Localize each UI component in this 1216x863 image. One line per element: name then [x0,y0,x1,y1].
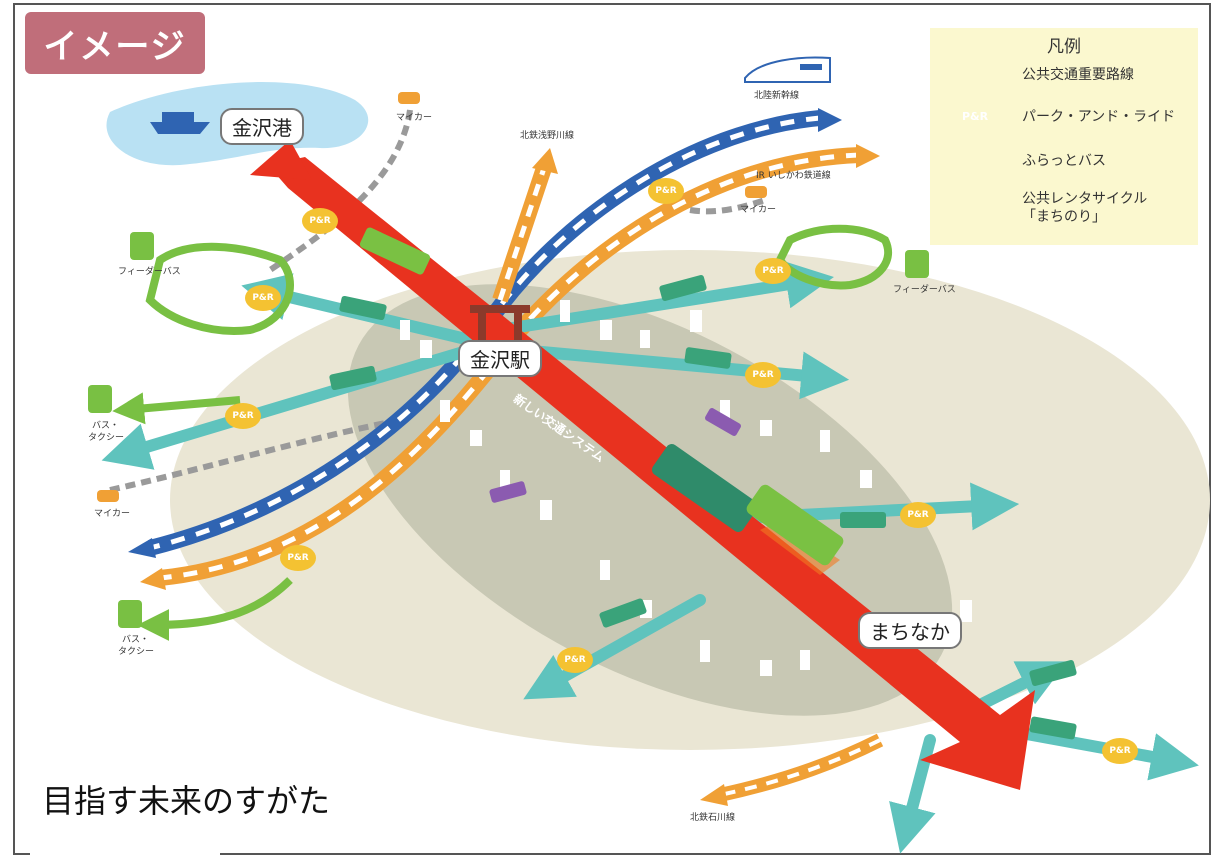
car-label: マイカー [94,509,131,519]
image-badge: イメージ [25,12,205,74]
ishikawa-line-label: 北鉄石川線 [690,813,736,823]
car-label: マイカー [740,205,777,215]
bus-taxi-label: バス・ [92,421,120,431]
red-transit-arrow [268,157,1035,790]
purple-bus-icon [938,144,1008,178]
park-and-ride-marker: P&R [745,362,781,388]
caption: 目指す未来のすがた [42,782,331,820]
legend: 凡例 公共交通重要路線 P&R パーク・アンド・ライド ふらっとバス 公共レンタ… [930,28,1198,245]
legend-item-flat-bus: ふらっとバス [938,144,1106,178]
legend-item-rental-cycle: 公共レンタサイクル 「まちのり」 [938,190,1147,226]
flat-bus-icons [489,408,741,503]
park-and-ride-marker: P&R [648,178,684,204]
downtown-label: まちなか [858,612,962,649]
caption-backdrop [30,705,220,855]
park-and-ride-marker: P&R [755,258,791,284]
car-icons [97,92,767,502]
station-gate-icon [470,305,530,313]
station-label: 金沢駅 [458,340,542,377]
shinkansen-icon [744,56,831,83]
pr-icon-text: P&R [962,110,989,123]
blue-arrowhead-ne [818,108,842,132]
tram-icon [359,227,844,566]
feeder-bus-label: フィーダーバス [118,267,181,277]
car-route-w [109,417,401,493]
park-and-ride-marker: P&R [1102,738,1138,764]
asanogawa-route-dash [497,164,548,301]
park-and-ride-icon: P&R [938,100,1008,134]
feeder-loop-east [775,224,893,290]
port-label: 金沢港 [220,108,304,145]
car-label: マイカー [396,113,433,123]
legend-label: パーク・アンド・ライド [1022,109,1176,125]
park-and-ride-marker: P&R [557,647,593,673]
park-and-ride-marker: P&R [280,545,316,571]
legend-label: 公共交通重要路線 [1022,67,1134,83]
frame [13,3,1211,855]
feeder-bus-label: フィーダーバス [893,285,956,295]
park-and-ride-marker: P&R [900,502,936,528]
bus-taxi-label: バス・ [122,635,150,645]
bus-taxi-label: タクシー [118,647,155,657]
teal-double-arrow-icon [938,58,1008,92]
legend-item-park-and-ride: P&R パーク・アンド・ライド [938,100,1175,134]
legend-label: 公共レンタサイクル 「まちのり」 [1022,191,1148,225]
shinkansen-label: 北陸新幹線 [754,91,800,101]
ship-icon [150,112,210,134]
car-route-ne [689,197,766,215]
park-and-ride-marker: P&R [245,285,281,311]
feeder-bus-icons [88,232,929,628]
bus-taxi-label: タクシー [88,433,125,443]
blue-arrowhead-sw [128,538,156,558]
park-and-ride-marker: P&R [302,208,338,234]
orange-arrowhead-ne [856,144,880,168]
red-arrowhead-nw [250,140,312,180]
legend-item-transit-route: 公共交通重要路線 [938,58,1134,92]
ishikawa-route-dash [719,738,881,797]
legend-label: ふらっとバス [1022,153,1106,169]
park-and-ride-marker: P&R [225,403,261,429]
bicycle-icon [938,191,1008,225]
bus-icons [329,274,1077,740]
asanogawa-arrowhead [532,148,558,174]
green-route-w [112,392,241,425]
ir-line-label: IR いしかわ鉄道線 [756,171,831,181]
feeder-loop-west [145,242,294,335]
green-route-sw [137,577,293,641]
legend-title: 凡例 [1047,37,1081,57]
orange-arrowhead-sw [140,568,166,590]
asanogawa-label: 北鉄浅野川線 [520,131,575,141]
ishikawa-arrowhead [700,784,728,806]
